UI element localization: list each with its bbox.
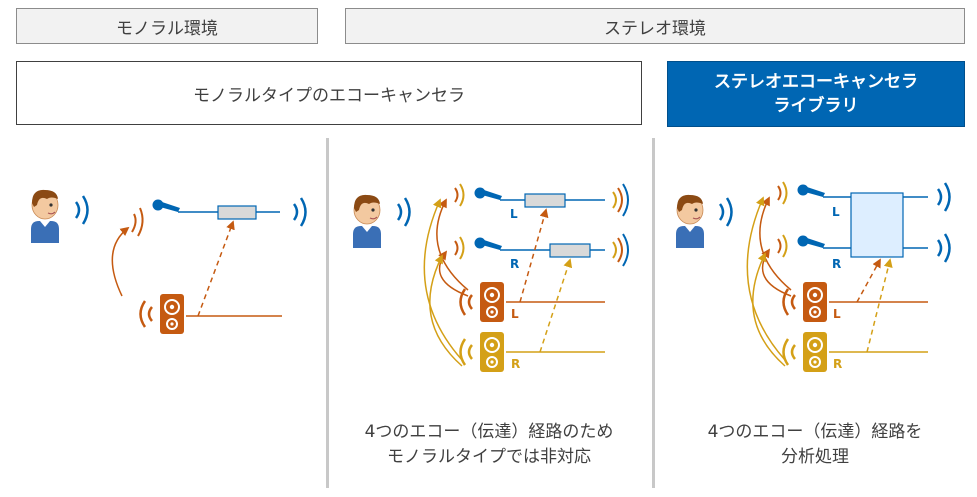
far-end-waves-right-icon: [612, 233, 629, 267]
right-caption-line-1: 4つのエコー（伝達）経路を: [707, 422, 923, 442]
stereo-library-label-2: ライブラリ: [773, 96, 859, 116]
middle-caption-line-2: モノラルタイプでは非対応: [387, 447, 591, 467]
speaker-right-label: R: [511, 357, 520, 371]
voice-waves-icon: [396, 196, 411, 228]
person-icon: [675, 194, 705, 249]
far-end-waves-left-icon: [936, 181, 951, 213]
adaptive-filter-right: [549, 243, 591, 258]
mono-panel: [30, 189, 307, 335]
speaker-left-label: L: [833, 307, 841, 321]
speaker-right-icon: [802, 331, 828, 373]
voice-waves-icon: [74, 194, 89, 226]
stereo-library-panel: L R L R: [675, 181, 951, 373]
microphone-left-icon: [474, 187, 502, 200]
stereo-environment-header: ステレオ環境: [345, 8, 965, 44]
mic-left-label: L: [832, 205, 840, 219]
mono-type-label: モノラルタイプのエコーキャンセラ: [193, 85, 465, 106]
mic-right-label: R: [510, 257, 519, 271]
far-end-waves-left-icon: [612, 183, 629, 217]
mic-right-label: R: [832, 257, 841, 271]
panel-divider-left: [326, 138, 329, 488]
far-end-waves-icon: [292, 196, 307, 228]
voice-waves-icon: [718, 196, 733, 228]
speaker-waves-icon: [139, 299, 154, 329]
stereo-canceller-block: [850, 192, 904, 258]
stereo-mono-panel: L R L R: [352, 183, 629, 373]
speaker-left-icon: [479, 281, 505, 323]
person-icon: [30, 189, 60, 244]
middle-caption: 4つのエコー（伝達）経路のため モノラルタイプでは非対応: [330, 420, 648, 470]
microphone-left-icon: [797, 184, 825, 197]
panel-divider-right: [652, 138, 655, 488]
right-caption: 4つのエコー（伝達）経路を 分析処理: [656, 420, 974, 470]
speaker-right-waves-icon: [782, 337, 797, 367]
mic-left-label: L: [510, 207, 518, 221]
speaker-right-icon: [479, 331, 505, 373]
stereo-environment-label: ステレオ環境: [604, 18, 706, 39]
adaptive-filter-left: [524, 193, 566, 208]
speaker-right-label: R: [833, 357, 842, 371]
mono-environment-header: モノラル環境: [16, 8, 318, 44]
adaptive-filter-block: [217, 205, 257, 220]
speaker-left-icon: [802, 281, 828, 323]
pickup-waves-icon: [777, 181, 788, 205]
pickup-waves-icon: [454, 183, 465, 207]
stereo-library-label-1: ステレオエコーキャンセラ: [714, 72, 918, 92]
microphone-right-icon: [474, 237, 502, 250]
pickup-waves-icon: [454, 236, 465, 260]
stereo-library-title: ステレオエコーキャンセラ ライブラリ: [667, 61, 965, 127]
pickup-waves-icon: [777, 234, 788, 258]
speaker-icon: [159, 293, 185, 335]
person-icon: [352, 194, 382, 249]
microphone-icon: [152, 199, 180, 212]
mono-environment-label: モノラル環境: [116, 18, 218, 39]
speaker-left-label: L: [511, 307, 519, 321]
right-caption-line-2: 分析処理: [781, 447, 849, 467]
mono-type-title: モノラルタイプのエコーキャンセラ: [16, 61, 642, 125]
microphone-right-icon: [797, 235, 825, 248]
speaker-right-waves-icon: [459, 337, 474, 367]
far-end-waves-right-icon: [936, 232, 951, 264]
middle-caption-line-1: 4つのエコー（伝達）経路のため: [364, 422, 614, 442]
